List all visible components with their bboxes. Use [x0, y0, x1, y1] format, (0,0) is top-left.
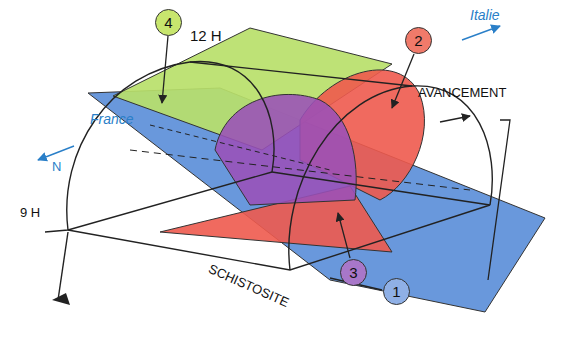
diagram-label: Italie [470, 8, 500, 22]
tunnel-front-arch [289, 86, 492, 270]
tunnel-floor-back [45, 172, 272, 232]
callout-circle: 4 [155, 9, 182, 36]
avancement-arrow [440, 116, 470, 122]
north-arrow [58, 232, 68, 300]
north-arrow-head [52, 293, 70, 305]
tunnel-floor-front [68, 172, 490, 270]
callout-number: 1 [392, 284, 400, 299]
callout-circle: 1 [383, 278, 410, 305]
callout-circle: 3 [340, 259, 367, 286]
callout-number: 4 [164, 15, 172, 30]
tunnel-dash-2 [150, 125, 330, 170]
diagram-label: France [90, 112, 134, 126]
tunnel-crown [190, 62, 412, 86]
italie-arrow [462, 26, 500, 40]
leader-3 [338, 213, 350, 258]
callout-circle: 2 [405, 27, 432, 54]
france-arrow [38, 146, 74, 160]
diagram-label: SCHISTOSITE [207, 262, 291, 309]
tunnel-axis [130, 150, 470, 190]
tunnel-back-arch [67, 61, 274, 230]
callout-number: 2 [414, 33, 422, 48]
leader-4 [162, 36, 168, 103]
diagram-label: 9 H [20, 206, 40, 219]
plane-3 [215, 94, 356, 205]
leader-2 [392, 54, 414, 108]
diagram-label: N [52, 160, 61, 173]
diagram-label: AVANCEMENT [418, 86, 506, 99]
avancement-bracket [488, 120, 510, 280]
schistosity-plane [88, 88, 545, 312]
callout-number: 3 [349, 265, 357, 280]
diagram-label: 12 H [190, 28, 222, 43]
